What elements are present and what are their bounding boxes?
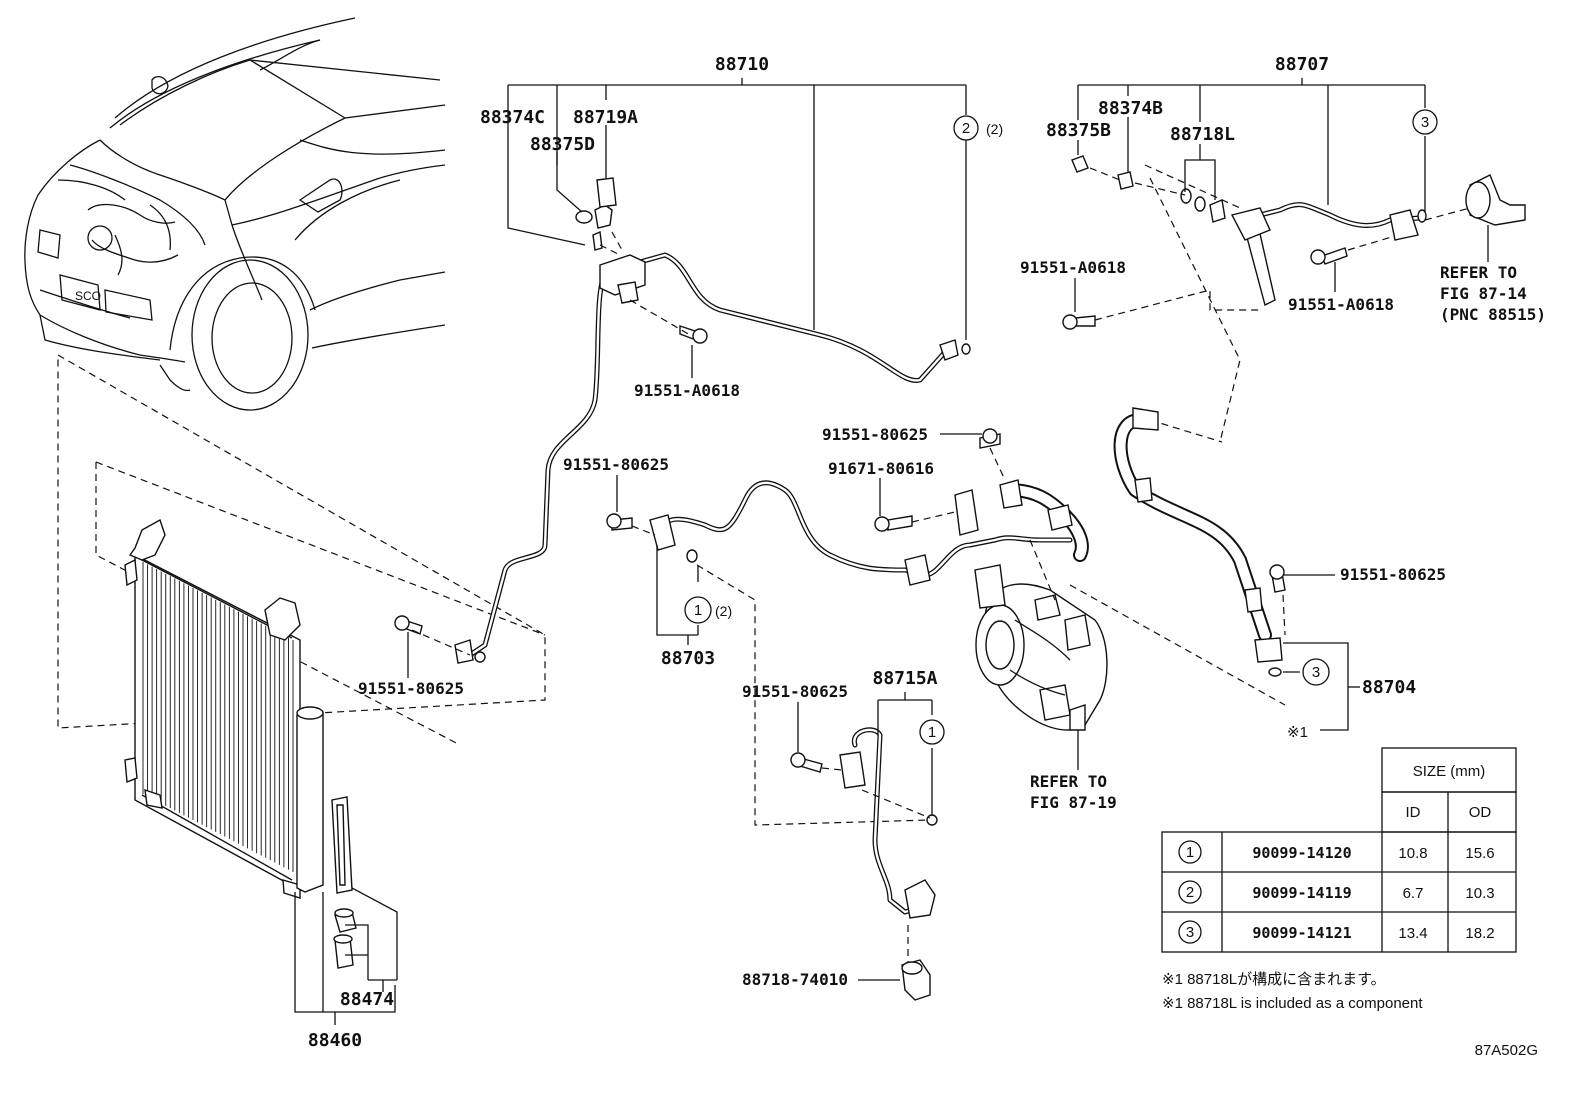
table-row-1-ref: 1: [1186, 844, 1194, 861]
label-88374C: 88374C: [480, 107, 545, 128]
bolt-91551-A0618-right: [1310, 247, 1348, 265]
label-88374B: 88374B: [1098, 98, 1163, 119]
note-english: ※1 88718L is included as a component: [1162, 995, 1423, 1012]
note-mark-1: ※1: [1287, 724, 1308, 741]
label-88703: 88703: [661, 648, 715, 669]
label-88718L: 88718L: [1170, 124, 1235, 145]
svg-text:1: 1: [928, 724, 936, 741]
qty-2-88703: (2): [715, 603, 732, 619]
table-row-3-od: 18.2: [1465, 925, 1494, 942]
label-91551-80625-lower: 91551-80625: [742, 682, 848, 701]
refer-87-14-line2: FIG 87-14: [1440, 284, 1527, 303]
pipe-88715A: [839, 727, 938, 919]
vehicle-front-illustration: SCO: [24, 17, 446, 411]
pipe-88703: [649, 479, 1089, 586]
label-91671-80616: 91671-80616: [828, 459, 934, 478]
bolt-91551-80625-right: [1269, 564, 1286, 593]
valve-88374B: [1117, 171, 1134, 190]
bolt-91671-80616: [874, 515, 913, 532]
label-88375D: 88375D: [530, 134, 595, 155]
bolt-91551-80625-mid: [606, 513, 633, 531]
label-91551-A0618-mid: 91551-A0618: [1020, 258, 1126, 277]
pipe-88707: [1230, 174, 1526, 307]
table-row-1-part: 90099-14120: [1252, 844, 1351, 862]
label-88474: 88474: [340, 989, 394, 1010]
label-88719A: 88719A: [573, 107, 638, 128]
table-row-2-id: 6.7: [1403, 885, 1424, 902]
bolt-91551-80625-left: [394, 615, 423, 635]
leader-lines: [294, 78, 1489, 1025]
refer-87-14-line1: REFER TO: [1440, 263, 1517, 282]
table-row-3-ref: 3: [1186, 924, 1194, 941]
bolt-91551-80625-lower: [790, 752, 823, 773]
label-91551-A0618-right: 91551-A0618: [1288, 295, 1394, 314]
table-row-1-id: 10.8: [1398, 845, 1427, 862]
label-88460: 88460: [308, 1030, 362, 1051]
cap-88375B: [1071, 155, 1089, 173]
size-table: SIZE (mm) ID OD 1 90099-14120 10.8 15.6 …: [1161, 747, 1517, 953]
compressor: [974, 564, 1108, 731]
table-header-id: ID: [1406, 804, 1421, 821]
svg-text:3: 3: [1312, 664, 1320, 681]
note-japanese: ※1 88718Lが構成に含まれます。: [1162, 971, 1386, 988]
table-row-1-od: 15.6: [1465, 845, 1494, 862]
table-header-od: OD: [1469, 804, 1492, 821]
label-88715A: 88715A: [872, 668, 937, 689]
refer-87-14-line3: (PNC 88515): [1440, 305, 1546, 324]
table-row-2-ref: 2: [1186, 884, 1194, 901]
label-91551-A0618-left: 91551-A0618: [634, 381, 740, 400]
bolt-91551-A0618-mid: [1062, 314, 1096, 330]
callout-circles: 2 3 1 1 3: [684, 109, 1438, 745]
bolt-91551-80625-top: [979, 428, 1001, 449]
label-88707: 88707: [1275, 54, 1329, 75]
callout-3-88704: [1302, 658, 1330, 686]
label-91551-80625-mid: 91551-80625: [563, 455, 669, 474]
refer-87-19-line1: REFER TO: [1030, 772, 1107, 791]
part-labels: 88710 88707 88374C 88719A 88375D 88374B …: [308, 54, 1546, 1051]
oring-88718L: [1180, 188, 1226, 223]
svg-text:2: 2: [962, 120, 970, 137]
callout-1-88703: [684, 596, 712, 624]
table-row-3-id: 13.4: [1398, 925, 1427, 942]
table-row-2-part: 90099-14119: [1252, 884, 1351, 902]
figure-id: 87A502G: [1475, 1042, 1538, 1059]
label-88710: 88710: [715, 54, 769, 75]
svg-text:SCO: SCO: [75, 289, 101, 303]
callout-3-88707: [1412, 109, 1438, 135]
condenser-assembly: [124, 518, 357, 969]
table-header-size: SIZE (mm): [1413, 763, 1486, 780]
bolt-91551-A0618-left: [679, 325, 708, 344]
label-88704: 88704: [1362, 677, 1416, 698]
pipe-88710: [454, 177, 971, 664]
svg-text:3: 3: [1421, 114, 1429, 131]
svg-text:1: 1: [694, 602, 702, 619]
label-91551-80625-right: 91551-80625: [1340, 565, 1446, 584]
callout-2-88710: [953, 115, 979, 141]
table-row-2-od: 10.3: [1465, 885, 1494, 902]
valve-88718-74010: [901, 959, 931, 1001]
refer-87-19-line2: FIG 87-19: [1030, 793, 1117, 812]
hose-88704: [1113, 407, 1283, 677]
qty-2-88710: (2): [986, 121, 1003, 137]
label-88718-74010: 88718-74010: [742, 970, 848, 989]
callout-1-88715A: [919, 719, 945, 745]
label-91551-80625-left: 91551-80625: [358, 679, 464, 698]
label-91551-80625-top: 91551-80625: [822, 425, 928, 444]
label-88375B: 88375B: [1046, 120, 1111, 141]
table-row-3-part: 90099-14121: [1252, 924, 1351, 942]
